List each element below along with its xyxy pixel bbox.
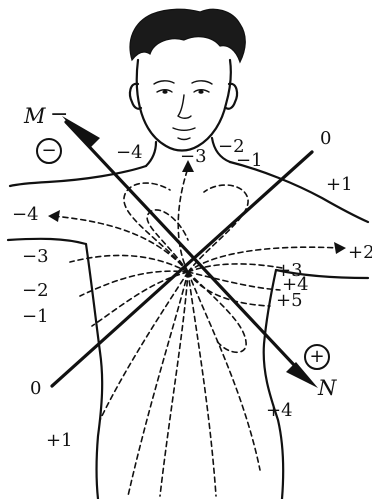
field-line (188, 272, 280, 290)
field-line (128, 272, 188, 496)
potential-label: −3 (180, 148, 207, 166)
mouth (173, 128, 195, 130)
potential-label: +5 (276, 292, 303, 310)
hair (130, 9, 245, 62)
field-arrows (48, 160, 346, 254)
zero-potential-axis (52, 152, 312, 386)
potential-label: +1 (326, 176, 353, 194)
potential-label: +1 (46, 432, 73, 450)
potential-label: −4 (12, 206, 39, 224)
face-outline (137, 60, 231, 151)
electrode-m-label: M (24, 106, 46, 127)
potential-label: −4 (116, 144, 143, 162)
neck-left (146, 142, 156, 166)
field-line (178, 168, 188, 272)
left-shoulder (10, 166, 146, 186)
left-arm-lower (8, 239, 86, 244)
field-line (160, 272, 188, 496)
arrow-right-icon (334, 242, 346, 254)
right-pupil (198, 90, 203, 94)
left-pupil (162, 90, 167, 94)
nose (178, 95, 191, 118)
electrode-m-sign: − (50, 104, 68, 126)
potential-label: −1 (236, 152, 263, 170)
potential-label: +4 (266, 402, 293, 420)
left-brow (154, 81, 174, 84)
zero-axis-lower-label: 0 (30, 380, 41, 398)
potential-label: −3 (22, 248, 49, 266)
head-drawing (130, 9, 245, 150)
electrode-n-label: N (318, 378, 336, 399)
field-line (188, 272, 260, 470)
potential-label: −2 (22, 282, 49, 300)
chin-line (178, 138, 190, 140)
positive-pole-icon: + (304, 344, 330, 370)
arrow-left-upper-icon (48, 210, 60, 222)
left-torso-side (86, 244, 102, 499)
potential-label: −1 (22, 308, 49, 326)
potential-label: +2 (348, 244, 372, 262)
field-line (92, 272, 188, 326)
field-line (188, 247, 340, 272)
right-brow (192, 81, 212, 84)
field-line (188, 185, 248, 272)
field-line (100, 272, 188, 420)
field-lines (52, 168, 340, 496)
zero-axis-upper-label: 0 (320, 130, 331, 148)
field-line (80, 271, 188, 296)
negative-pole-icon: − (36, 138, 62, 164)
